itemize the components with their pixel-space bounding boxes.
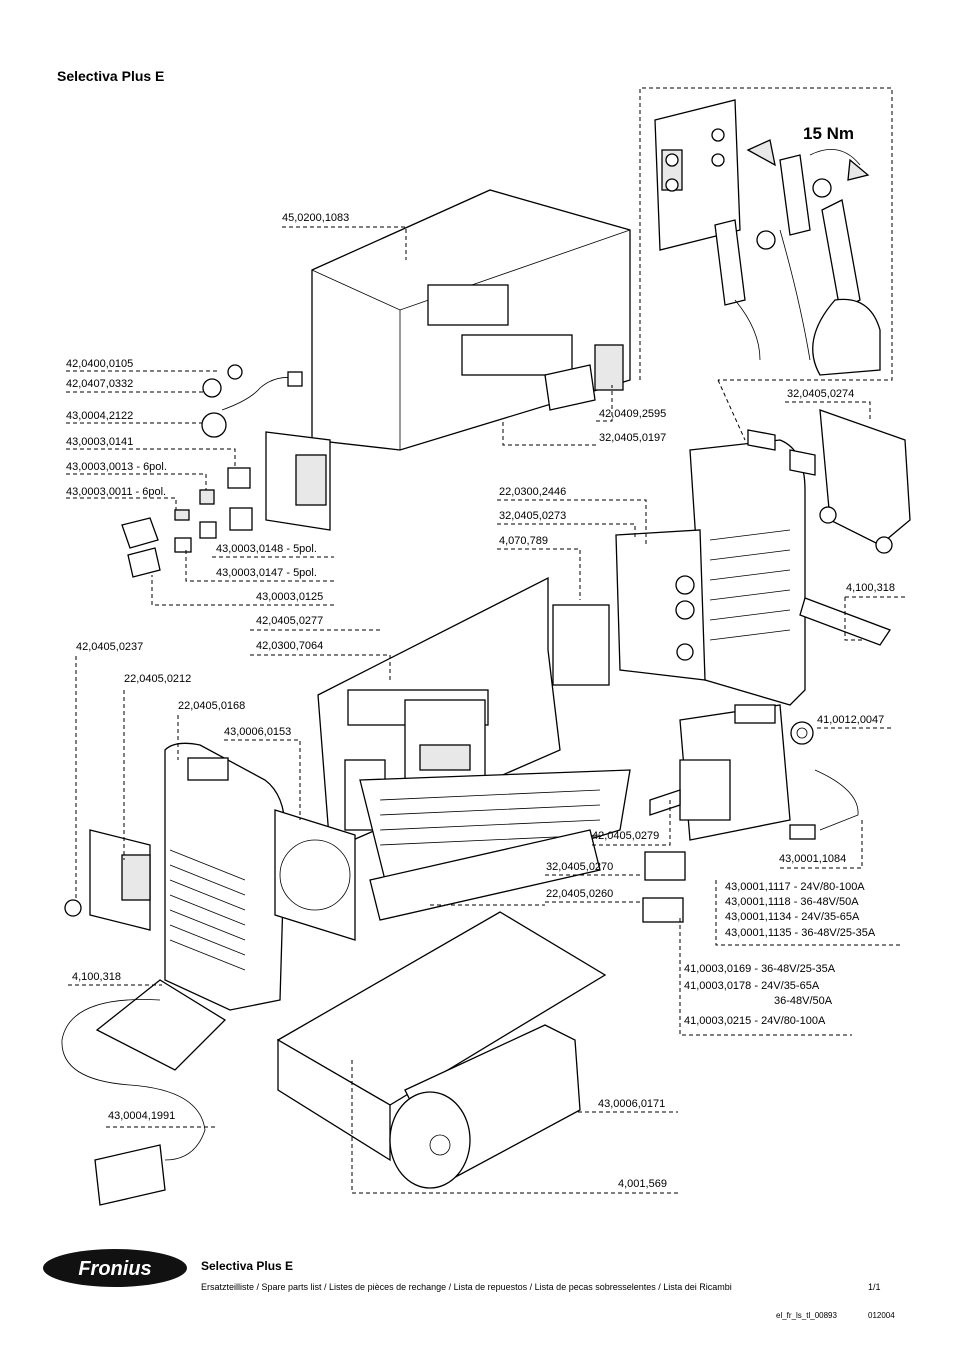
part-label: 22,0405,0168 [178, 700, 246, 712]
part-label: 43,0001,1118 - 36-48V/50A [725, 896, 859, 908]
part-label: 43,0004,1991 [108, 1110, 176, 1122]
part-label: 41,0003,0215 - 24V/80-100A [684, 1015, 826, 1027]
part-label: 32,0405,0274 [787, 388, 855, 400]
part-label: 22,0300,2446 [499, 486, 567, 498]
circuit-board [317, 576, 631, 921]
part-label: 43,0004,2122 [66, 410, 134, 422]
part-label: 43,0003,0125 [256, 591, 324, 603]
fronius-logo: Fronius [43, 1249, 187, 1287]
part-label: 22,0405,0212 [124, 673, 192, 685]
part-label: 43,0003,0148 - 5pol. [216, 543, 317, 555]
front-panel [64, 742, 356, 1011]
part-label: 43,0003,0141 [66, 436, 134, 448]
part-label: 42,0300,7064 [256, 640, 324, 652]
part-label: 43,0001,1117 - 24V/80-100A [725, 881, 865, 893]
doc-code: el_fr_ls_tl_00893 [776, 1311, 837, 1320]
part-label: 42,0405,0237 [76, 641, 144, 653]
part-label: 36-48V/50A [774, 995, 833, 1007]
part-label: 32,0405,0270 [546, 861, 614, 873]
part-label: 41,0003,0169 - 36-48V/25-35A [684, 963, 836, 975]
part-label: 32,0405,0197 [599, 432, 667, 444]
part-label: 43,0001,1134 - 24V/35-65A [725, 911, 860, 923]
part-label: 4,001,569 [618, 1178, 667, 1190]
torque-label: 15 Nm [803, 124, 855, 143]
footer-title: Selectiva Plus E [201, 1259, 294, 1273]
left-connectors [121, 364, 331, 578]
base-plate [61, 911, 607, 1206]
part-label: 22,0405,0260 [546, 888, 614, 900]
motor [389, 1024, 581, 1189]
rear-cover-plate [747, 409, 911, 646]
part-label: 41,0012,0047 [817, 714, 885, 726]
part-label: 4,100,318 [72, 971, 121, 983]
part-label: 42,0400,0105 [66, 358, 134, 370]
page-title: Selectiva Plus E [57, 68, 165, 84]
part-label: 43,0001,1135 - 36-48V/25-35A [725, 927, 876, 939]
part-label: 42,0409,2595 [599, 408, 667, 420]
part-label: 43,0003,0147 - 5pol. [216, 567, 317, 579]
footer-subtitle: Ersatzteilliste / Spare parts list / Lis… [201, 1282, 732, 1292]
leader-lines [66, 226, 906, 1194]
torque-detail-inset [639, 87, 893, 441]
part-label: 4,070,789 [499, 535, 548, 547]
part-label: 43,0006,0153 [224, 726, 292, 738]
page-number: 1/1 [868, 1282, 881, 1292]
part-label: 43,0001,1084 [779, 853, 847, 865]
rear-panel-frame [615, 439, 806, 706]
part-label: 41,0003,0178 - 24V/35-65A [684, 980, 820, 992]
transformer [642, 704, 859, 923]
part-label: 42,0405,0279 [592, 830, 660, 842]
part-label: 43,0003,0013 - 6pol. [66, 461, 167, 473]
part-label: 42,0407,0332 [66, 378, 134, 390]
part-label: 43,0006,0171 [598, 1098, 666, 1110]
svg-text:Fronius: Fronius [78, 1258, 151, 1280]
part-label: 45,0200,1083 [282, 212, 350, 224]
housing-cover [311, 189, 631, 451]
part-label: 32,0405,0273 [499, 510, 567, 522]
part-label: 4,100,318 [846, 582, 895, 594]
part-label: 43,0003,0011 - 6pol. [66, 486, 167, 498]
date-code: 012004 [868, 1311, 895, 1320]
part-label: 42,0405,0277 [256, 615, 324, 627]
